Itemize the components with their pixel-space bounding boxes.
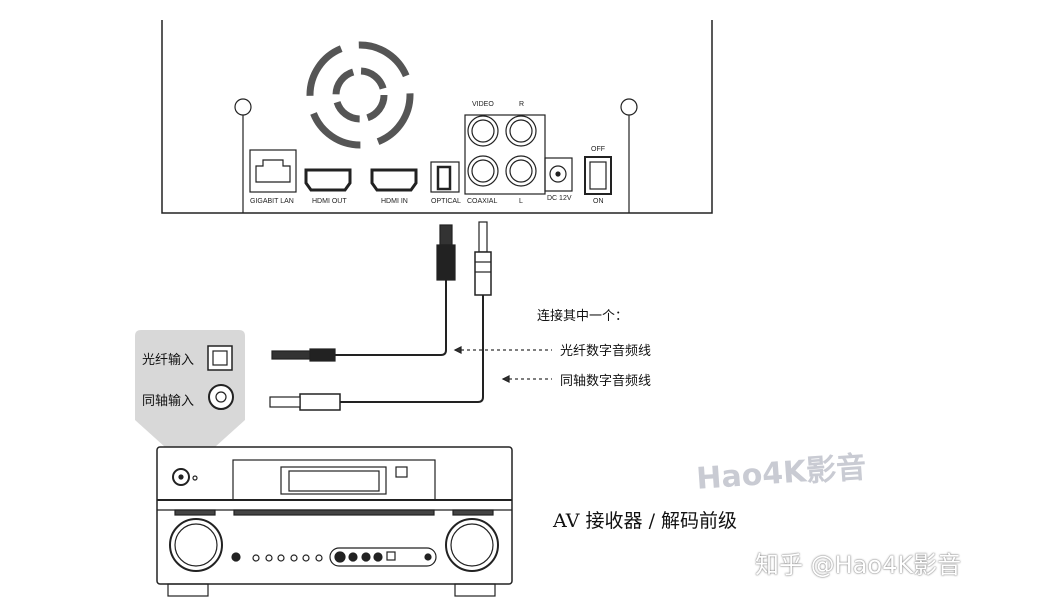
credit-watermark: 知乎 @Hao4K影音 [755, 551, 962, 579]
label-l: L [519, 198, 523, 205]
label-dc: DC 12V [547, 195, 572, 202]
optical-cable [271, 224, 456, 362]
coaxial-cable [269, 221, 492, 411]
optical-port [430, 161, 460, 193]
lan-port [249, 149, 297, 193]
label-coaxial: COAXIAL [467, 198, 498, 205]
dc-port [544, 157, 573, 192]
receiver-label: AV 接收器 / 解码前级 [553, 510, 738, 532]
receiver-optical-input-label: 光纤输入 [142, 353, 195, 368]
label-on: ON [593, 198, 604, 205]
label-off: OFF [591, 146, 605, 153]
coaxial-port [467, 155, 499, 187]
note-coaxial-cable: 同轴数字音频线 [560, 374, 652, 389]
av-receiver [156, 446, 513, 597]
label-hdmi-in: HDMI IN [381, 198, 408, 205]
fan-icon [306, 41, 414, 149]
label-r: R [519, 101, 525, 108]
media-player-rear-panel [161, 20, 713, 214]
label-hdmi-out: HDMI OUT [312, 198, 347, 205]
hdmi-out-port [304, 168, 352, 192]
hdmi-in-port [370, 168, 418, 192]
note-title: 连接其中一个： [537, 309, 629, 324]
power-switch [584, 156, 612, 195]
receiver-coaxial-input-label: 同轴输入 [142, 394, 195, 409]
label-gigabit-lan: GIGABIT LAN [250, 198, 294, 205]
note-optical-cable: 光纤数字音频线 [560, 344, 652, 359]
label-optical: OPTICAL [431, 198, 461, 205]
label-video: VIDEO [472, 101, 494, 108]
